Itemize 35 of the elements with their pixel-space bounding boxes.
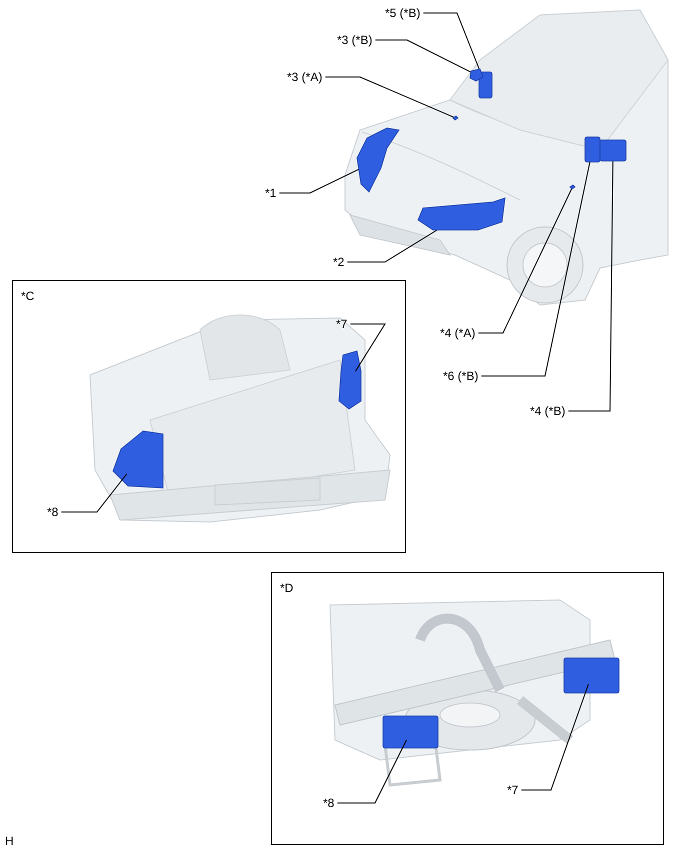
highlighted-part-icon: [453, 116, 458, 120]
highlighted-part-icon: [600, 140, 626, 161]
leader-line: [60, 473, 128, 512]
leader-line: [350, 324, 386, 372]
leader-line: [520, 684, 589, 790]
leader-line: [324, 76, 455, 118]
highlighted-part-icon: [585, 137, 600, 162]
highlighted-part-icon: [113, 431, 163, 488]
highlighted-part-icon: [357, 128, 399, 192]
callout-number: *4 (*A): [440, 326, 476, 340]
callout-number: *1: [265, 186, 276, 200]
callout-number: *6 (*B): [443, 369, 478, 383]
callout-number: *5 (*B): [385, 6, 420, 20]
callout-number: *3 (*A): [287, 70, 322, 84]
callout-number: *8: [323, 796, 334, 810]
highlighted-part-icon: [339, 351, 361, 409]
highlighted-part-icon: [479, 72, 492, 98]
highlighted-part-icon: [470, 69, 483, 81]
leader-line: [478, 188, 573, 334]
callout-number: *8: [47, 505, 58, 519]
highlighted-part-icon: [418, 198, 505, 232]
leader-line: [336, 740, 407, 804]
callout-number: *7: [507, 783, 518, 797]
highlighted-part-icon: [570, 185, 575, 189]
inset-frame: [271, 572, 664, 845]
highlighted-part-icon: [383, 716, 438, 748]
callout-number: *4 (*B): [530, 404, 566, 418]
callout-number: *2: [333, 255, 344, 269]
callout-number: *7: [336, 317, 348, 331]
inset-label: *C: [21, 289, 34, 303]
inset-label: *D: [280, 581, 294, 595]
callout-number: *3 (*B): [337, 33, 372, 47]
highlighted-part-icon: [564, 658, 619, 693]
inset-frame: [12, 280, 406, 553]
figure-code: H: [5, 834, 14, 848]
